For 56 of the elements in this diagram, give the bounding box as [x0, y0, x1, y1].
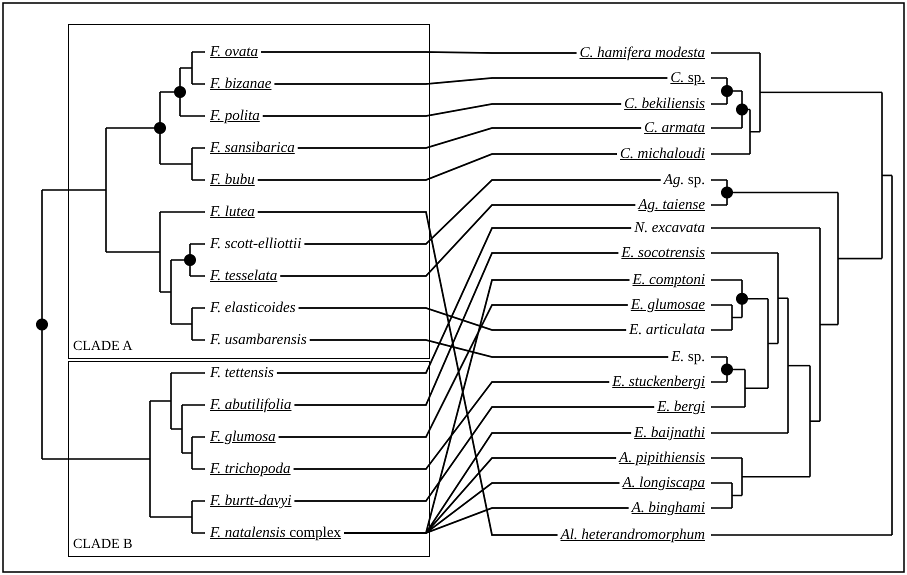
clade-box	[68, 24, 430, 359]
species-name: F. ovata	[210, 43, 258, 61]
association-line	[276, 227, 632, 374]
clade-box	[68, 361, 430, 557]
species-name: E. glumosae	[630, 296, 705, 314]
species-name: E. stuckenbergi	[612, 373, 705, 391]
species-name: E. baijnathi	[634, 424, 705, 442]
species-name: F. lutea	[210, 203, 255, 221]
species-name: F. sansibarica	[210, 139, 295, 157]
association-line	[310, 339, 668, 358]
species-name: A. pipithiensis	[619, 449, 705, 467]
species-name: F. trichopoda	[210, 460, 291, 478]
association-line	[294, 252, 618, 406]
species-name: E. articulata	[629, 321, 705, 339]
association-line	[298, 127, 642, 149]
species-name: C. hamifera modesta	[580, 44, 705, 62]
association-line	[262, 103, 622, 117]
association-line	[298, 307, 626, 331]
species-name: F. abutilifolia	[210, 396, 292, 414]
species-name: F. usambarensis	[210, 331, 307, 349]
species-name: E. sp.	[671, 348, 705, 366]
association-line	[258, 211, 558, 536]
species-name: Ag. taiense	[638, 196, 705, 214]
species-name: F. scott-elliottii	[210, 235, 302, 253]
clade-label: CLADE A	[73, 339, 132, 355]
species-name: A. longiscapa	[622, 474, 705, 492]
species-name: F. tettensis	[210, 364, 274, 382]
clade-label: CLADE B	[73, 537, 132, 553]
species-name: F. glumosa	[210, 428, 276, 446]
association-line	[344, 507, 629, 534]
species-name: F. tesselata	[210, 267, 278, 285]
association-line	[280, 204, 636, 277]
species-name: F. bubu	[210, 171, 255, 189]
species-name: F. natalensis complex	[210, 524, 341, 542]
species-name: F. bizanae	[210, 75, 272, 93]
association-line	[278, 304, 628, 438]
association-line	[261, 51, 577, 54]
species-name: C. michaloudi	[620, 145, 705, 163]
species-name: N. excavata	[634, 219, 705, 237]
association-line	[304, 179, 661, 245]
species-name: E. comptoni	[632, 271, 705, 289]
species-name: A. binghami	[632, 499, 705, 517]
species-name: F. polita	[210, 107, 260, 125]
species-name: E. socotrensis	[621, 244, 705, 262]
species-name: F. burtt-davyi	[210, 492, 292, 510]
association-line	[258, 153, 617, 181]
association-line	[294, 381, 610, 470]
association-line	[294, 406, 654, 502]
species-name: C. sp.	[670, 69, 705, 87]
species-name: C. armata	[644, 119, 705, 137]
species-name: F. elasticoides	[210, 299, 296, 317]
species-name: Al. heterandromorphum	[560, 526, 705, 544]
species-name: C. bekiliensis	[624, 95, 705, 113]
species-name: E. bergi	[657, 398, 705, 416]
association-line	[274, 77, 668, 85]
species-name: Ag. sp.	[664, 171, 705, 189]
